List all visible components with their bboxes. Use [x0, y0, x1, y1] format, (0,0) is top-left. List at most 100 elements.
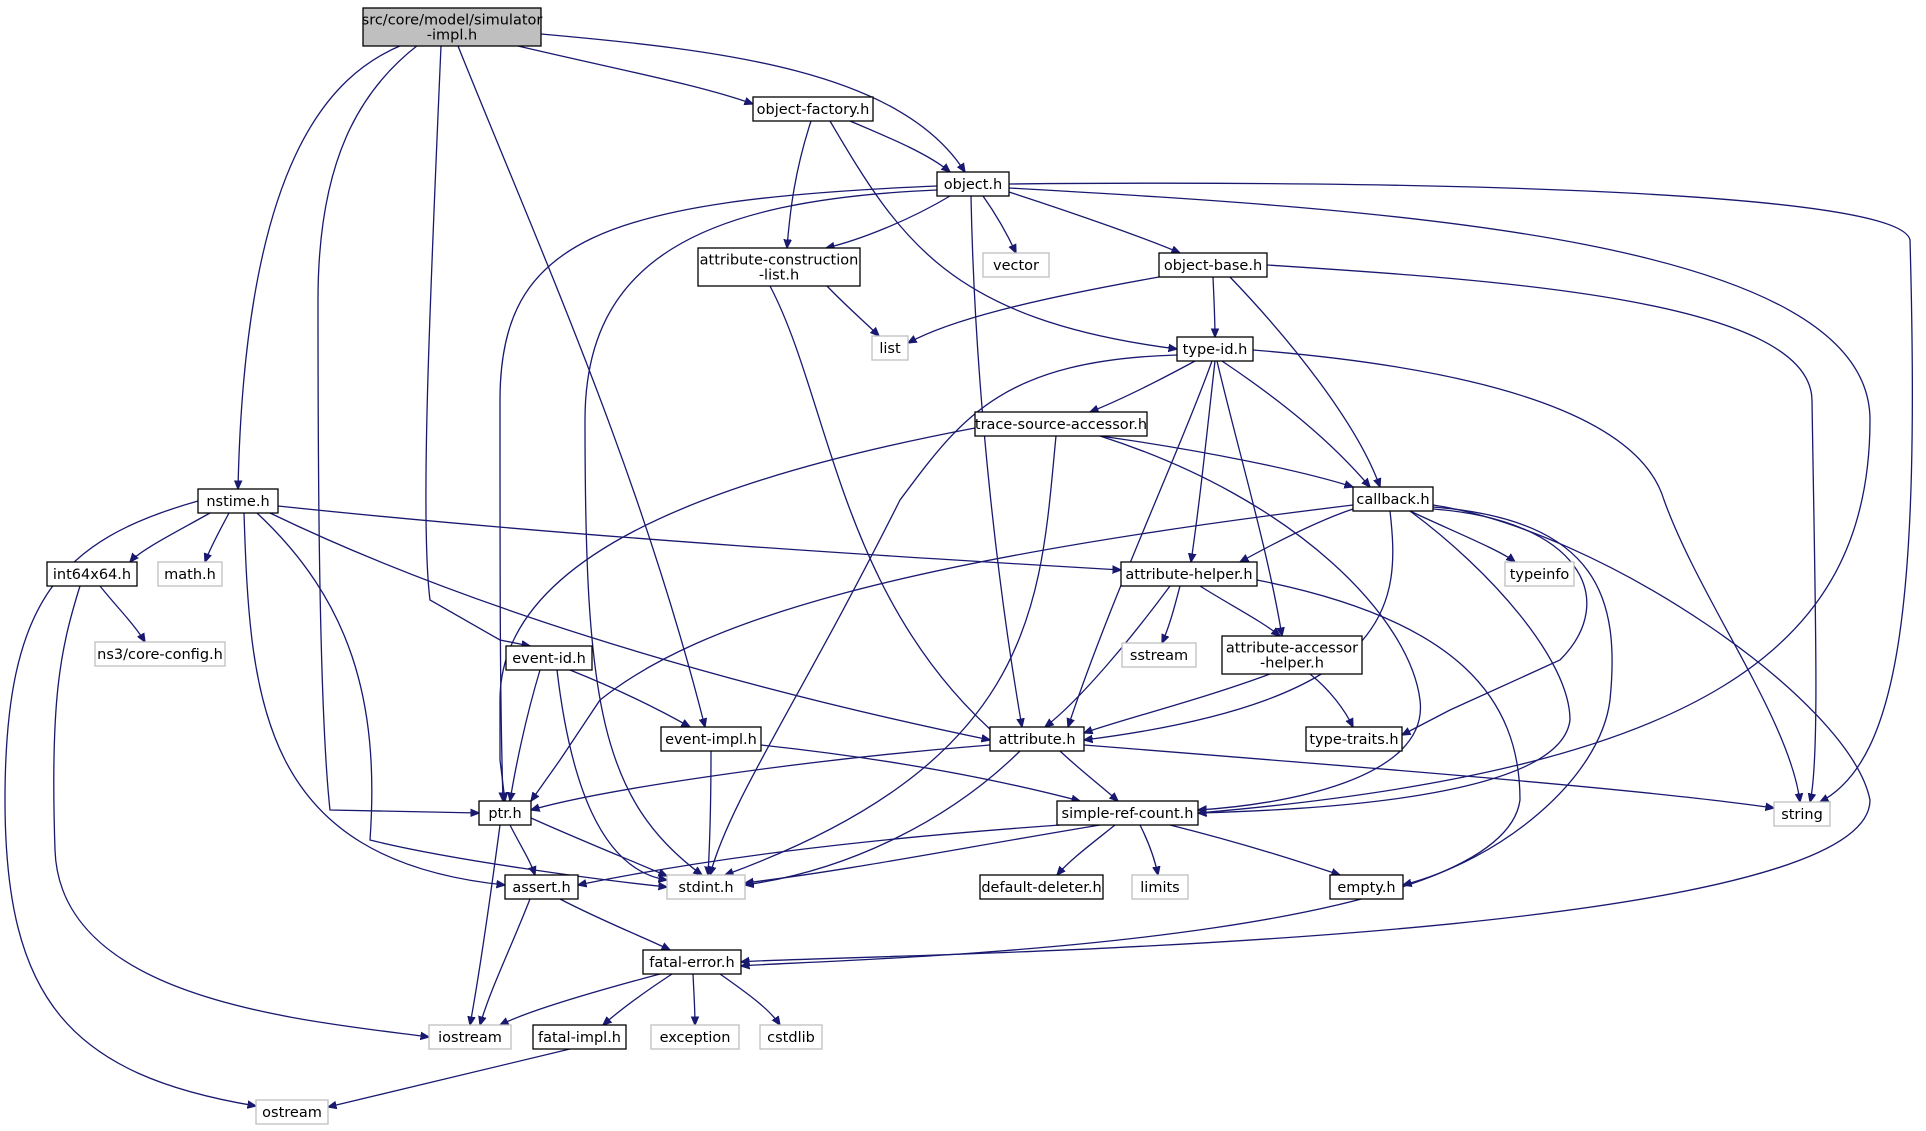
edge-fatal-error-to-fatal-impl	[603, 973, 673, 1025]
node-callback[interactable]: callback.h	[1352, 486, 1434, 512]
node-box-stdint	[666, 874, 746, 900]
node-attr-constr[interactable]: attribute-construction-list.h	[697, 247, 861, 287]
node-box-object-factory	[752, 96, 874, 122]
node-object[interactable]: object.h	[936, 171, 1010, 197]
edge-attr-accessor-to-type-traits	[1309, 673, 1353, 727]
node-ptr[interactable]: ptr.h	[478, 800, 532, 826]
edge-attribute-to-simple-ref	[1059, 750, 1118, 801]
edge-root-to-object-factory	[517, 45, 753, 104]
node-box-typeinfo	[1504, 561, 1575, 587]
node-nstime[interactable]: nstime.h	[197, 488, 279, 514]
node-fatal-impl[interactable]: fatal-impl.h	[532, 1024, 627, 1050]
node-box-limits	[1131, 874, 1189, 900]
edge-object-to-string	[1008, 182, 1914, 802]
node-box-attr-helper	[1120, 561, 1258, 587]
node-label-assert: assert.h	[512, 880, 570, 896]
node-assert[interactable]: assert.h	[504, 874, 579, 900]
node-iostream: iostream	[428, 1024, 512, 1050]
edge-attribute-to-string	[1083, 744, 1774, 808]
node-label-sstream: sstream	[1130, 648, 1188, 664]
edge-object-to-simple-ref	[1008, 187, 1871, 813]
node-attr-helper[interactable]: attribute-helper.h	[1120, 561, 1258, 587]
node-box-list	[871, 335, 909, 361]
edge-int64x64-to-core-config	[99, 585, 145, 642]
edge-fatal-impl-to-ostream	[328, 1048, 571, 1107]
node-int64x64[interactable]: int64x64.h	[46, 561, 138, 587]
node-type-traits[interactable]: type-traits.h	[1305, 726, 1403, 752]
node-box-root	[362, 7, 542, 47]
node-label-string: string	[1781, 807, 1823, 823]
node-label-vector: vector	[993, 258, 1039, 274]
edge-type-id-to-trace-source	[1090, 360, 1196, 412]
node-label-callback: callback.h	[1356, 492, 1429, 508]
node-box-event-id	[505, 645, 593, 671]
node-object-base[interactable]: object-base.h	[1158, 252, 1268, 278]
node-label-object-factory: object-factory.h	[757, 102, 870, 118]
node-simple-ref[interactable]: simple-ref-count.h	[1056, 800, 1199, 826]
node-object-factory[interactable]: object-factory.h	[752, 96, 874, 122]
edge-object-to-attribute	[970, 195, 1022, 727]
edge-callback-to-ptr	[531, 504, 1354, 801]
edge-ptr-to-iostream	[470, 824, 501, 1025]
node-label-exception: exception	[660, 1030, 731, 1046]
node-box-iostream	[428, 1024, 512, 1050]
node-trace-source[interactable]: trace-source-accessor.h	[974, 411, 1148, 437]
edge-event-impl-to-stdint	[708, 750, 711, 875]
edge-event-id-to-ptr	[510, 669, 541, 801]
edge-simple-ref-to-assert	[578, 824, 1061, 885]
node-label-attribute: attribute.h	[998, 732, 1075, 748]
edge-root-to-event-id	[425, 45, 530, 646]
node-root[interactable]: src/core/model/simulator-impl.h	[362, 7, 543, 47]
node-label-int64x64: int64x64.h	[53, 567, 131, 583]
node-box-int64x64	[46, 561, 138, 587]
node-label-list: list	[879, 341, 901, 357]
node-box-simple-ref	[1056, 800, 1199, 826]
edge-object-to-attr-constr	[826, 195, 951, 248]
edge-attr-helper-to-attribute	[1045, 585, 1171, 727]
edge-nstime-to-int64x64	[130, 512, 211, 562]
edge-event-impl-to-simple-ref	[760, 744, 1080, 801]
edge-attr-constr-to-list	[826, 285, 879, 336]
node-label-stdint: stdint.h	[678, 880, 733, 896]
edge-nstime-to-attr-helper	[277, 505, 1121, 570]
node-event-impl[interactable]: event-impl.h	[660, 726, 762, 752]
node-empty[interactable]: empty.h	[1329, 874, 1404, 900]
node-limits: limits	[1131, 874, 1189, 900]
edge-callback-to-attr-helper	[1240, 508, 1354, 562]
edge-callback-to-empty	[1403, 506, 1613, 885]
node-label-limits: limits	[1140, 880, 1179, 896]
node-label-root: -impl.h	[427, 28, 477, 44]
node-event-id[interactable]: event-id.h	[505, 645, 593, 671]
edge-trace-source-to-stdint	[725, 435, 1057, 875]
node-fatal-error[interactable]: fatal-error.h	[642, 949, 742, 975]
node-math: math.h	[157, 561, 223, 587]
edge-object-base-to-string	[1266, 264, 1817, 802]
edge-type-id-to-attr-accessor	[1216, 360, 1282, 636]
node-box-type-traits	[1305, 726, 1403, 752]
edge-attr-helper-to-attr-accessor	[1199, 585, 1280, 636]
edge-callback-to-simple-ref	[1198, 510, 1571, 813]
edge-trace-source-to-ptr	[499, 427, 976, 801]
node-vector: vector	[982, 252, 1050, 278]
edge-nstime-to-stdint	[256, 512, 667, 887]
node-attribute[interactable]: attribute.h	[989, 726, 1085, 752]
edge-object-factory-to-object	[849, 120, 950, 172]
node-attr-accessor[interactable]: attribute-accessor-helper.h	[1221, 635, 1363, 675]
edge-fatal-error-to-iostream	[500, 973, 661, 1025]
node-label-type-id: type-id.h	[1183, 342, 1248, 358]
node-box-ostream	[255, 1099, 329, 1125]
edge-callback-to-attribute	[1084, 510, 1394, 740]
node-type-id[interactable]: type-id.h	[1176, 336, 1254, 362]
node-string: string	[1773, 801, 1831, 827]
node-label-typeinfo: typeinfo	[1510, 567, 1570, 583]
node-label-type-traits: type-traits.h	[1309, 732, 1398, 748]
edge-type-id-to-stdint	[710, 354, 1178, 875]
node-ostream: ostream	[255, 1099, 329, 1125]
node-default-deleter[interactable]: default-deleter.h	[979, 874, 1104, 900]
node-box-vector	[982, 252, 1050, 278]
node-label-simple-ref: simple-ref-count.h	[1062, 806, 1194, 822]
edge-type-id-to-attribute	[1068, 360, 1213, 727]
node-label-fatal-error: fatal-error.h	[649, 955, 734, 971]
edge-fatal-error-to-exception	[693, 973, 695, 1025]
edge-nstime-to-math	[205, 512, 230, 562]
